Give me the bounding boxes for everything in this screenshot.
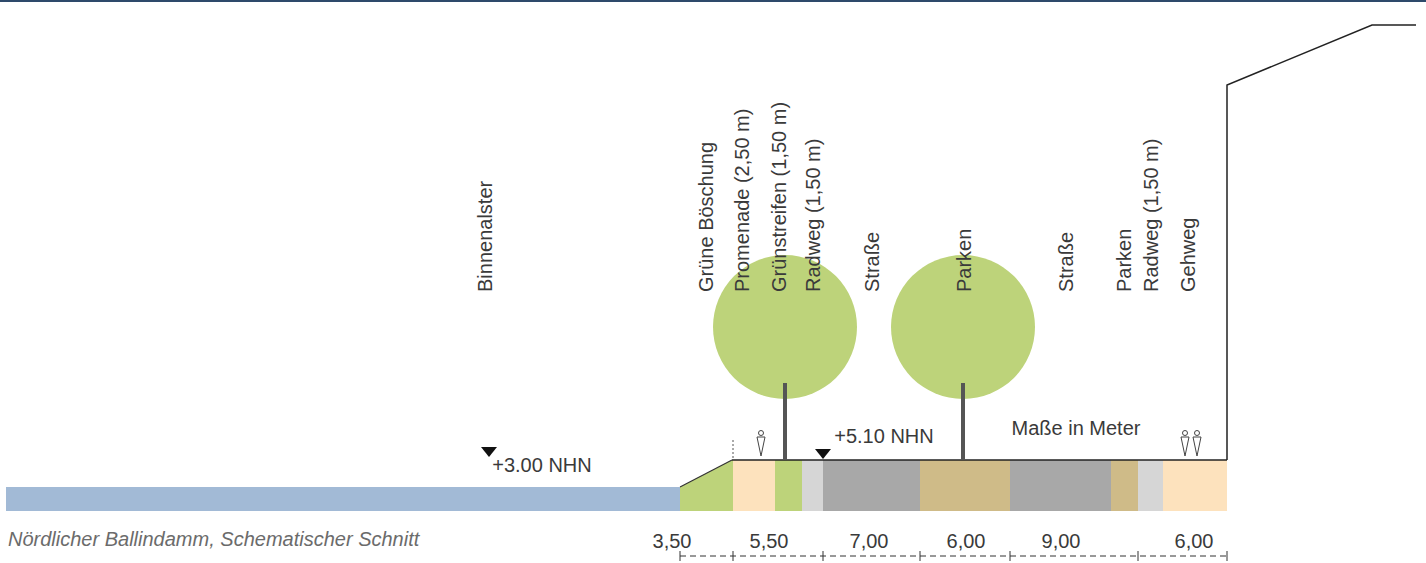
dimension-value: 3,50 [653, 530, 692, 553]
sidewalk-band [1163, 460, 1227, 511]
zone-label: Promenade (2,50 m) [731, 109, 754, 292]
zone-label: Gehweg [1177, 218, 1200, 293]
zone-label: Grünstreifen (1,50 m) [768, 102, 791, 292]
dimension-value: 6,00 [1175, 530, 1214, 553]
caption: Nördlicher Ballindamm, Schematischer Sch… [8, 528, 419, 551]
zone-label: Radweg (1,50 m) [802, 139, 825, 292]
level-label: +3.00 NHN [492, 454, 592, 477]
dimension-line [680, 556, 1227, 557]
dimension-value: 7,00 [850, 530, 889, 553]
zone-label: Grüne Böschung [695, 142, 718, 292]
parking-band [920, 460, 1010, 511]
zone-label: Parken [1113, 229, 1136, 292]
dimension-value: 5,50 [750, 530, 789, 553]
level-marker [815, 449, 831, 459]
unit-note: Maße in Meter [1012, 417, 1141, 440]
bike-lane-band [802, 460, 823, 511]
ground-line [732, 459, 1227, 461]
zone-label: Straße [1055, 232, 1078, 292]
tree-trunk [783, 383, 787, 460]
water-label: Binnenalster [474, 181, 497, 292]
tree-trunk [961, 383, 965, 460]
zone-label: Straße [861, 232, 884, 292]
railing [733, 440, 734, 460]
level-label: +5.10 NHN [834, 425, 934, 448]
zone-label: Radweg (1,50 m) [1140, 139, 1163, 292]
header-rule [0, 0, 1426, 2]
water-band [6, 487, 680, 511]
dimension-value: 9,00 [1042, 530, 1081, 553]
bike-lane-band [1138, 460, 1163, 511]
dimension-value: 6,00 [947, 530, 986, 553]
zone-label: Parken [953, 229, 976, 292]
parking-band [1111, 460, 1138, 511]
slope-line [680, 460, 732, 487]
green-slope [680, 460, 733, 511]
road-band [1010, 460, 1111, 511]
building-outline [1227, 25, 1416, 460]
road-band [823, 460, 920, 511]
green-strip-band [775, 460, 802, 511]
promenade-band [733, 460, 775, 511]
dimension-ticks [680, 551, 1227, 561]
